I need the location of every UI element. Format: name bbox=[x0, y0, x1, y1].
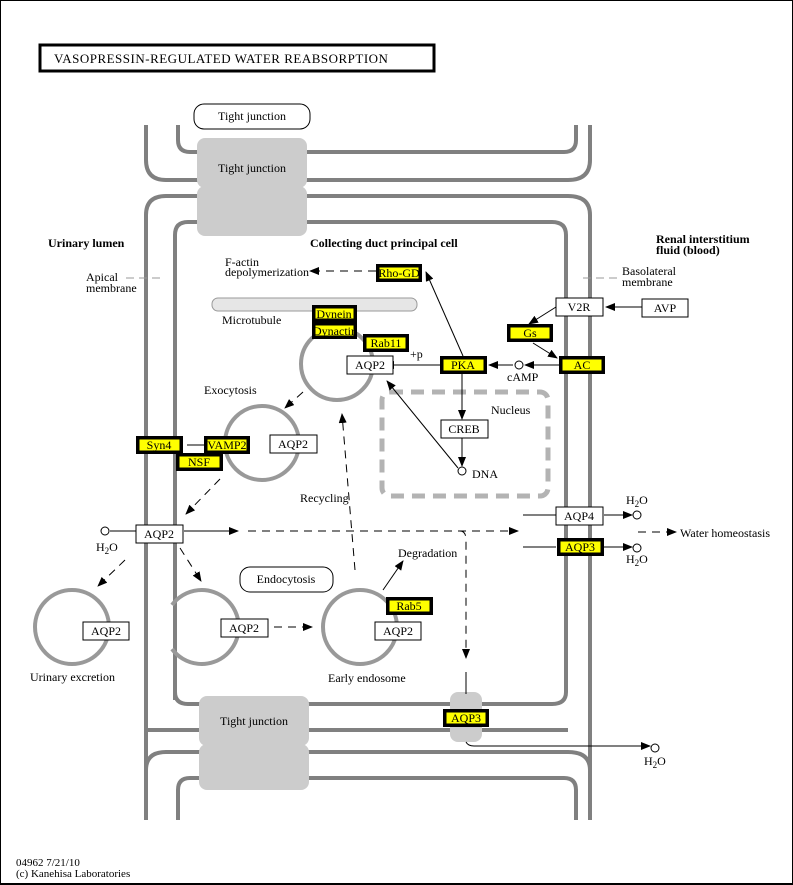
gene-node-nsf[interactable]: NSF bbox=[176, 453, 223, 471]
node-aqp2-exocytosis[interactable]: AQP2 bbox=[269, 434, 318, 454]
camp-compound[interactable] bbox=[514, 360, 524, 370]
early-endosome-label: Early endosome bbox=[328, 671, 406, 685]
recycling-label: Recycling bbox=[300, 491, 349, 505]
svg-text:Rab5: Rab5 bbox=[396, 599, 421, 613]
node-aqp2-excretion[interactable]: AQP2 bbox=[82, 621, 130, 641]
compounds bbox=[100, 360, 660, 753]
svg-text:AQP2: AQP2 bbox=[355, 358, 385, 372]
svg-text:AQP2: AQP2 bbox=[144, 527, 174, 541]
gene-node-dynein[interactable]: Dynein bbox=[312, 305, 357, 322]
dna-compound[interactable] bbox=[457, 466, 467, 476]
svg-text:NSF: NSF bbox=[188, 455, 210, 469]
basolateral-label-2: membrane bbox=[622, 275, 673, 289]
svg-text:Tight junction: Tight junction bbox=[218, 109, 286, 123]
edges bbox=[97, 267, 677, 750]
svg-text:AQP2: AQP2 bbox=[383, 624, 413, 638]
svg-text:H2O: H2O bbox=[626, 493, 648, 509]
camp-label: cAMP bbox=[507, 370, 539, 384]
node-aqp2-endocytosis[interactable]: AQP2 bbox=[220, 618, 269, 638]
node-aqp4[interactable]: AQP4 bbox=[555, 506, 604, 526]
title-box: VASOPRESSIN-REGULATED WATER REABSORPTION bbox=[38, 43, 436, 73]
gene-node-rho-gd[interactable]: Rho-GD bbox=[376, 264, 422, 282]
degradation-label: Degradation bbox=[398, 546, 457, 560]
h2o-label-aqp3: H2O bbox=[626, 552, 648, 568]
factin-label-2: depolymerization bbox=[225, 265, 309, 279]
tight-junction-bottom: Tight junction bbox=[199, 696, 309, 790]
map-id-date: 04962 7/21/10 bbox=[16, 857, 80, 869]
gene-node-syn4[interactable]: Syn4 bbox=[136, 436, 183, 454]
gene-node-vamp2[interactable]: VAMP2 bbox=[204, 436, 250, 454]
svg-text:AQP2: AQP2 bbox=[91, 624, 121, 638]
tight-junction-top: Tight junction bbox=[197, 138, 307, 236]
microtubule-label: Microtubule bbox=[222, 313, 281, 327]
svg-text:H2O: H2O bbox=[626, 552, 648, 568]
svg-text:Tight junction: Tight junction bbox=[218, 161, 286, 175]
tight-junction-label-box: Tight junction bbox=[193, 103, 311, 130]
exocytosis-label: Exocytosis bbox=[204, 383, 257, 397]
node-v2r[interactable]: V2R bbox=[555, 297, 604, 317]
node-aqp2-top[interactable]: AQP2 bbox=[346, 355, 394, 375]
copyright: (c) Kanehisa Laboratories bbox=[16, 868, 130, 880]
svg-text:AQP3: AQP3 bbox=[451, 711, 481, 725]
node-aqp2-apical[interactable]: AQP2 bbox=[135, 524, 184, 544]
svg-text:AQP2: AQP2 bbox=[229, 621, 259, 635]
map-title: VASOPRESSIN-REGULATED WATER REABSORPTION bbox=[54, 51, 389, 66]
node-avp[interactable]: AVP bbox=[641, 298, 689, 318]
svg-text:AQP2: AQP2 bbox=[278, 437, 308, 451]
svg-text:Rho-GD: Rho-GD bbox=[378, 266, 420, 280]
svg-text:V2R: V2R bbox=[568, 300, 591, 314]
svg-text:Endocytosis: Endocytosis bbox=[257, 572, 316, 586]
gene-node-aqp3-basolateral[interactable]: AQP3 bbox=[557, 538, 604, 556]
svg-text:AQP3: AQP3 bbox=[565, 540, 595, 554]
dna-label: DNA bbox=[472, 467, 498, 481]
apical-label-2: membrane bbox=[86, 281, 137, 295]
svg-text:AVP: AVP bbox=[654, 301, 677, 315]
h2o-label-aqp4: H2O bbox=[626, 493, 648, 509]
svg-text:Rab11: Rab11 bbox=[371, 336, 402, 350]
h2o-lumen-compound[interactable] bbox=[100, 526, 110, 536]
urinary-excretion-label: Urinary excretion bbox=[30, 670, 115, 684]
gene-node-rab11[interactable]: Rab11 bbox=[363, 334, 409, 352]
h2o-bottom-compound[interactable] bbox=[650, 743, 660, 753]
svg-text:Syn4: Syn4 bbox=[147, 438, 172, 452]
gene-node-dynactin[interactable]: Dynactir bbox=[312, 322, 357, 339]
interstitium-label-2: fluid (blood) bbox=[656, 243, 720, 257]
svg-text:Dynactir: Dynactir bbox=[313, 324, 355, 338]
phospho-label: +p bbox=[410, 347, 423, 361]
svg-text:VAMP2: VAMP2 bbox=[207, 438, 246, 452]
apical-label-1: Apical bbox=[86, 270, 119, 284]
gene-node-rab5[interactable]: Rab5 bbox=[386, 597, 433, 615]
gene-node-aqp3-lateral[interactable]: AQP3 bbox=[443, 709, 489, 727]
h2o-label-lumen: H2O bbox=[96, 540, 118, 556]
interstitium-label-1: Renal interstitium bbox=[656, 232, 750, 246]
h2o-label-bottom: H2O bbox=[644, 754, 666, 770]
svg-text:Gs: Gs bbox=[523, 326, 537, 340]
svg-text:PKA: PKA bbox=[451, 358, 475, 372]
svg-text:Dynein: Dynein bbox=[316, 307, 351, 321]
water-homeostasis-label: Water homeostasis bbox=[680, 526, 770, 540]
svg-text:H2O: H2O bbox=[644, 754, 666, 770]
nucleus-label: Nucleus bbox=[491, 403, 531, 417]
gene-node-gs[interactable]: Gs bbox=[507, 324, 553, 342]
gene-node-ac[interactable]: AC bbox=[559, 356, 605, 374]
h2o-aqp4-compound[interactable] bbox=[632, 510, 642, 520]
svg-text:AQP4: AQP4 bbox=[564, 509, 594, 523]
h2o-aqp3-compound[interactable] bbox=[632, 543, 642, 553]
nucleus-boundary bbox=[379, 389, 551, 499]
node-creb[interactable]: CREB bbox=[440, 419, 489, 439]
node-aqp2-early-endosome[interactable]: AQP2 bbox=[374, 621, 422, 641]
basolateral-label-1: Basolateral bbox=[622, 264, 677, 278]
svg-text:Tight junction: Tight junction bbox=[220, 714, 288, 728]
factin-label-1: F-actin bbox=[225, 255, 259, 269]
principal-cell-label: Collecting duct principal cell bbox=[310, 236, 458, 250]
svg-text:CREB: CREB bbox=[448, 422, 479, 436]
svg-text:AC: AC bbox=[574, 358, 591, 372]
gene-node-pka[interactable]: PKA bbox=[440, 356, 487, 374]
svg-text:H2O: H2O bbox=[96, 540, 118, 556]
endocytosis-box: Endocytosis bbox=[239, 566, 334, 593]
urinary-lumen-label: Urinary lumen bbox=[48, 236, 125, 250]
